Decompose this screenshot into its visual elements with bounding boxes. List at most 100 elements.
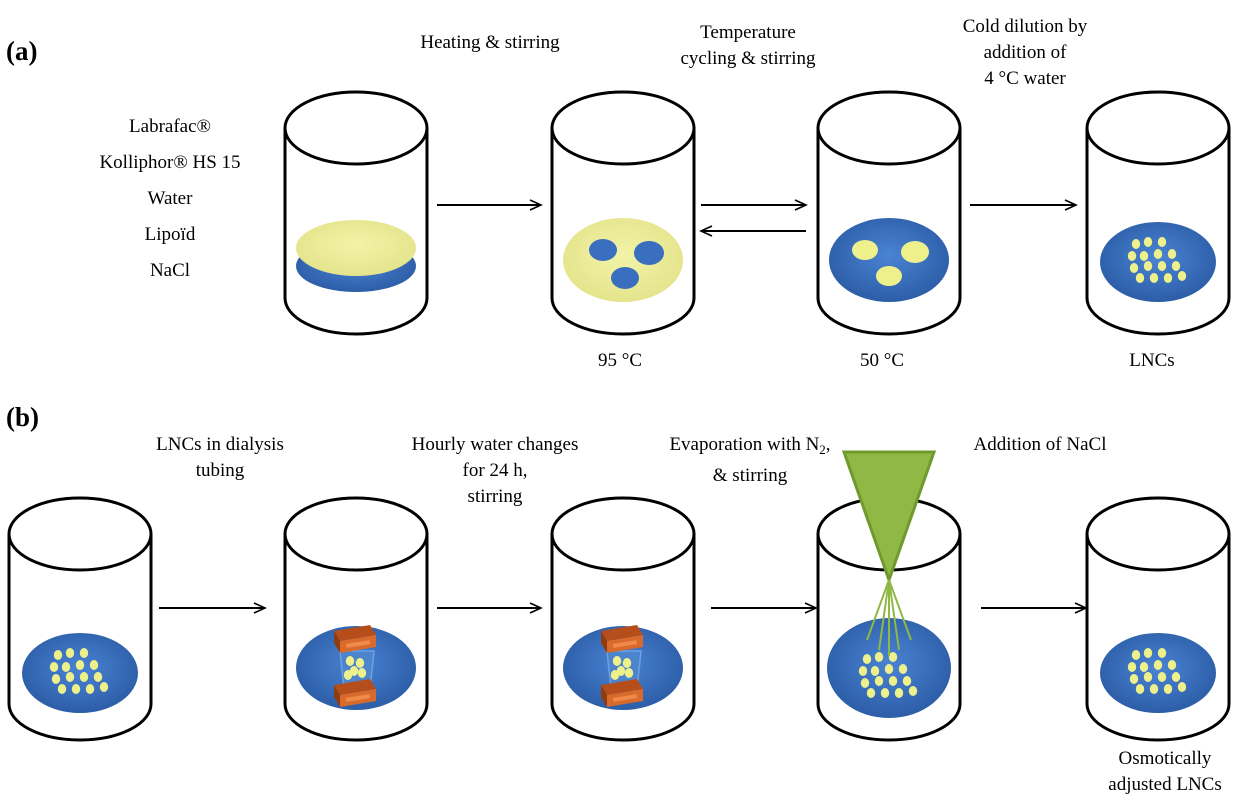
nanocapsule-droplet — [1127, 251, 1137, 261]
product-label-osmotic-lncs: Osmotically adjusted LNCs — [1108, 748, 1222, 795]
nanocapsule-droplet — [1129, 263, 1139, 273]
nanocapsule-droplet — [79, 648, 89, 658]
nanocapsule-droplet — [1163, 273, 1173, 283]
process-arrows — [159, 199, 1088, 614]
nanocapsule-droplet — [1131, 239, 1141, 249]
nanocapsule-droplet — [888, 652, 898, 662]
beaker-rim — [550, 90, 696, 166]
nanocapsule-droplet — [1177, 682, 1187, 692]
water-continuous-phase — [829, 218, 949, 302]
nanocapsule-droplet — [1171, 261, 1181, 271]
nanocapsule-droplet — [898, 664, 908, 674]
ingredient-water: Water — [147, 188, 193, 209]
nanocapsule-droplet — [93, 672, 103, 682]
gas-stream — [878, 579, 890, 651]
nanocapsule-droplet — [1143, 648, 1153, 658]
nanocapsule-droplet — [1157, 648, 1167, 658]
nanocapsule-droplet — [1131, 650, 1141, 660]
nanocapsule-droplet — [1171, 672, 1181, 682]
nanocapsule-droplet — [1149, 684, 1159, 694]
nanocapsule-droplet — [1167, 249, 1177, 259]
nanocapsule-droplet — [866, 688, 876, 698]
beaker-rim — [1085, 496, 1231, 572]
nanocapsule-droplet — [65, 672, 75, 682]
clip-slot — [345, 640, 371, 648]
dialysis-clip — [334, 625, 376, 653]
ingredient-lipoid: Lipoïd — [144, 224, 196, 245]
oil-droplet — [876, 266, 902, 286]
nitrogen-pipette-icon — [841, 450, 937, 656]
nanocapsule-droplet — [1129, 674, 1139, 684]
nanocapsule-droplet — [884, 664, 894, 674]
nanocapsule-droplet — [51, 674, 61, 684]
nanocapsule-droplet — [1143, 237, 1153, 247]
lnc-suspension — [22, 633, 138, 713]
step-label-add-nacl: Addition of NaCl — [973, 434, 1107, 455]
clip-top — [601, 625, 643, 641]
step-label-evaporation: Evaporation with N2, & stirring — [669, 434, 831, 486]
beaker-osmotic — [1085, 496, 1231, 742]
nanocapsule-droplet — [888, 676, 898, 686]
nanocapsule-droplet — [1127, 662, 1137, 672]
nanocapsule-droplet — [874, 676, 884, 686]
beaker-rim — [283, 496, 429, 572]
nanocapsule-droplet — [89, 660, 99, 670]
nanocapsule-droplet — [862, 654, 872, 664]
nanocapsule-droplet — [860, 678, 870, 688]
ingredient-kolliphor: Kolliphor® HS 15 — [99, 152, 241, 173]
nanocapsule-droplet — [345, 656, 355, 666]
clip-side — [601, 631, 607, 653]
nanocapsule-droplet — [49, 662, 59, 672]
step-label-water-changes: Hourly water changes for 24 h, stirring — [411, 434, 579, 507]
nanocapsule-droplet — [65, 648, 75, 658]
step-label-temperature-cycling: Temperature cycling & stirring — [680, 22, 816, 69]
nanocapsule-droplet — [1167, 660, 1177, 670]
nanocapsule-droplet — [870, 666, 880, 676]
clip-slot — [612, 694, 638, 702]
nanocapsule-droplet — [1135, 684, 1145, 694]
nanocapsule-droplet — [610, 670, 620, 680]
temperature-label-50: 50 °C — [859, 350, 905, 371]
nanocapsule-droplet — [1157, 261, 1167, 271]
clip-side — [334, 685, 340, 707]
dialysis-clip — [601, 625, 643, 653]
oil-droplet — [901, 241, 929, 263]
beaker-rim — [7, 496, 153, 572]
gas-stream — [866, 579, 890, 641]
pipette-cone — [841, 450, 937, 585]
nanocapsule-droplet — [612, 656, 622, 666]
beaker-rim — [283, 90, 429, 166]
panel-label-b: (b) — [6, 402, 39, 432]
nanocapsule-droplet — [858, 666, 868, 676]
nanocapsule-droplet — [874, 652, 884, 662]
nanocapsule-droplet — [57, 684, 67, 694]
nanocapsule-droplet — [1135, 273, 1145, 283]
nanocapsule-droplet — [1153, 249, 1163, 259]
nanocapsule-droplet — [71, 684, 81, 694]
dialysis-clip — [334, 679, 376, 707]
nanocapsule-droplet — [343, 670, 353, 680]
beaker-evaporation — [816, 450, 962, 742]
nanocapsule-droplet — [902, 676, 912, 686]
nanocapsule-droplet — [1143, 672, 1153, 682]
nanocapsule-droplet — [355, 658, 365, 668]
nanocapsule-droplet — [1139, 662, 1149, 672]
ingredient-labrafac: Labrafac® — [129, 116, 211, 137]
nanocapsule-droplet — [880, 688, 890, 698]
nanocapsule-droplet — [622, 658, 632, 668]
water-droplet — [589, 239, 617, 261]
beaker-lncs — [1085, 90, 1231, 336]
nanocapsule-droplet — [1177, 271, 1187, 281]
beaker-rim — [550, 496, 696, 572]
step-label-heating: Heating & stirring — [420, 32, 560, 53]
gas-stream — [888, 579, 912, 641]
nanocapsule-droplet — [1157, 237, 1167, 247]
temperature-label-95: 95 °C — [597, 350, 643, 371]
oil-phase — [296, 220, 416, 276]
clip-top — [334, 679, 376, 695]
nanocapsule-droplet — [1143, 261, 1153, 271]
beaker-heating — [550, 90, 696, 336]
beaker-ingredients — [283, 90, 429, 336]
step-label-cold-dilution: Cold dilution by addition of 4 °C water — [962, 16, 1088, 89]
nanocapsule-droplet — [1139, 251, 1149, 261]
